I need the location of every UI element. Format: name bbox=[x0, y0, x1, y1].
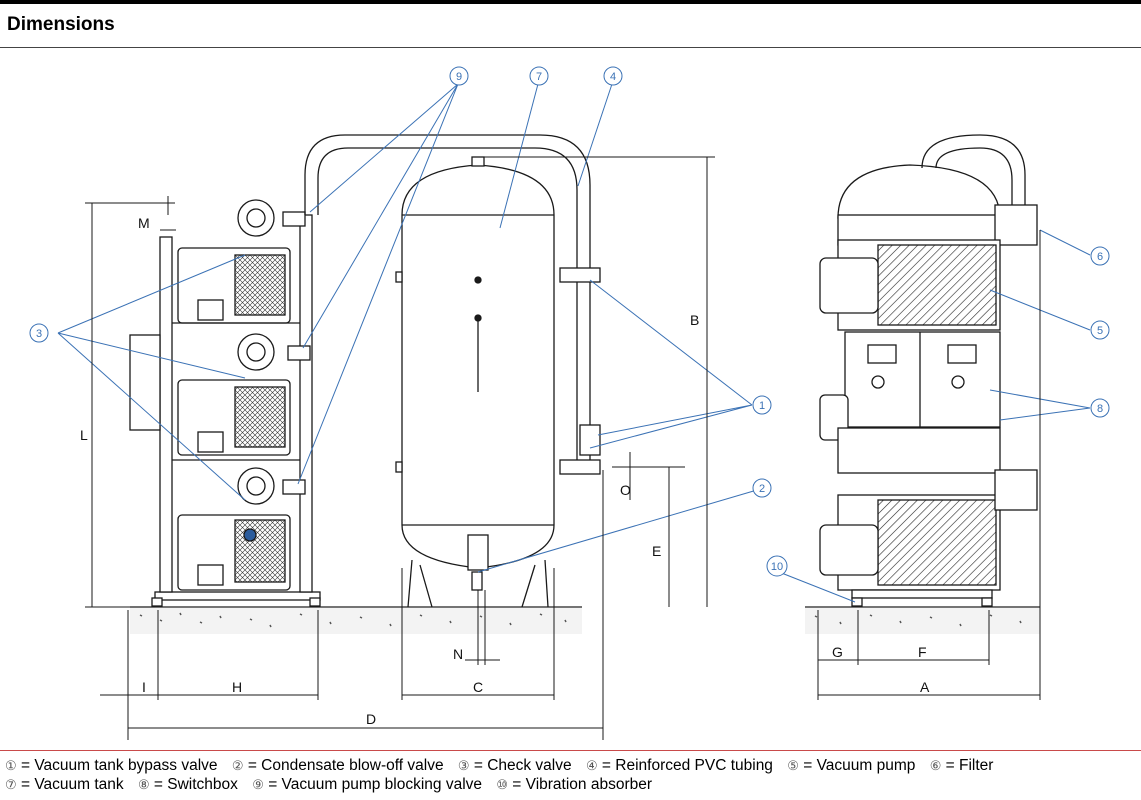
callout-4-label: 4 bbox=[610, 71, 616, 83]
callout-8 bbox=[1090, 398, 1110, 418]
legend-item: ⑧ = Switchbox bbox=[137, 776, 238, 793]
ground-left bbox=[130, 606, 582, 634]
dim-label-f: F bbox=[918, 644, 927, 660]
leader-lines bbox=[57, 83, 1091, 603]
callout-5 bbox=[1090, 320, 1110, 340]
callout-8-label: 8 bbox=[1097, 403, 1103, 415]
dim-label-e: E bbox=[652, 543, 661, 559]
callout-2-label: 2 bbox=[759, 483, 765, 495]
page-title: Dimensions bbox=[7, 14, 115, 35]
legend-divider bbox=[0, 750, 1141, 751]
callout-10-label: 10 bbox=[771, 561, 783, 573]
callout-4 bbox=[603, 66, 623, 86]
side-view-unit bbox=[819, 134, 1038, 607]
dim-label-h: H bbox=[232, 679, 242, 695]
legend-item: ⑤ = Vacuum pump bbox=[787, 757, 916, 774]
title-divider bbox=[0, 47, 1141, 48]
callout-3 bbox=[29, 323, 49, 343]
callout-9 bbox=[449, 66, 469, 86]
dim-label-m: M bbox=[138, 215, 150, 231]
callout-9-label: 9 bbox=[456, 71, 462, 83]
callout-6-label: 6 bbox=[1097, 251, 1103, 263]
ground-right bbox=[805, 606, 1040, 634]
legend-row-2: ⑦ = Vacuum tank ⑧ = Switchbox ⑨ = Vacuum… bbox=[5, 775, 1135, 794]
dim-label-a: A bbox=[920, 679, 930, 695]
legend-item: ⑦ = Vacuum tank bbox=[5, 776, 124, 793]
legend-item: ① = Vacuum tank bypass valve bbox=[5, 757, 218, 774]
dim-label-d: D bbox=[366, 711, 376, 727]
legend-item: ⑩ = Vibration absorber bbox=[496, 776, 653, 793]
legend-item: ② = Condensate blow-off valve bbox=[231, 757, 444, 774]
callout-2 bbox=[752, 478, 772, 498]
pump-rack-front bbox=[129, 199, 321, 607]
callout-7 bbox=[529, 66, 549, 86]
dimension-drawing: M L B E O I H C N D G F A 9 7 4 3 1 2 6 … bbox=[29, 66, 1110, 740]
dim-label-o: O bbox=[620, 482, 631, 498]
dim-label-b: B bbox=[690, 312, 699, 328]
callout-1 bbox=[752, 395, 772, 415]
dim-label-i: I bbox=[142, 679, 146, 695]
reinforced-tubing-left bbox=[304, 134, 601, 475]
legend: ① = Vacuum tank bypass valve ② = Condens… bbox=[5, 756, 1135, 794]
legend-item: ④ = Reinforced PVC tubing bbox=[585, 757, 773, 774]
legend-item: ③ = Check valve bbox=[457, 757, 572, 774]
callout-7-label: 7 bbox=[536, 71, 542, 83]
dim-label-c: C bbox=[473, 679, 483, 695]
callout-10 bbox=[766, 555, 788, 577]
callout-6 bbox=[1090, 246, 1110, 266]
dim-label-n: N bbox=[453, 646, 463, 662]
legend-row-1: ① = Vacuum tank bypass valve ② = Condens… bbox=[5, 756, 1135, 775]
dim-label-l: L bbox=[80, 427, 88, 443]
dim-label-g: G bbox=[832, 644, 843, 660]
legend-item: ⑥ = Filter bbox=[929, 757, 994, 774]
callout-5-label: 5 bbox=[1097, 325, 1103, 337]
vacuum-tank bbox=[395, 156, 555, 608]
callout-3-label: 3 bbox=[36, 328, 42, 340]
callout-1-label: 1 bbox=[759, 400, 765, 412]
legend-item: ⑨ = Vacuum pump blocking valve bbox=[252, 776, 483, 793]
top-border bbox=[0, 0, 1141, 4]
dimension-lines bbox=[85, 156, 1041, 740]
